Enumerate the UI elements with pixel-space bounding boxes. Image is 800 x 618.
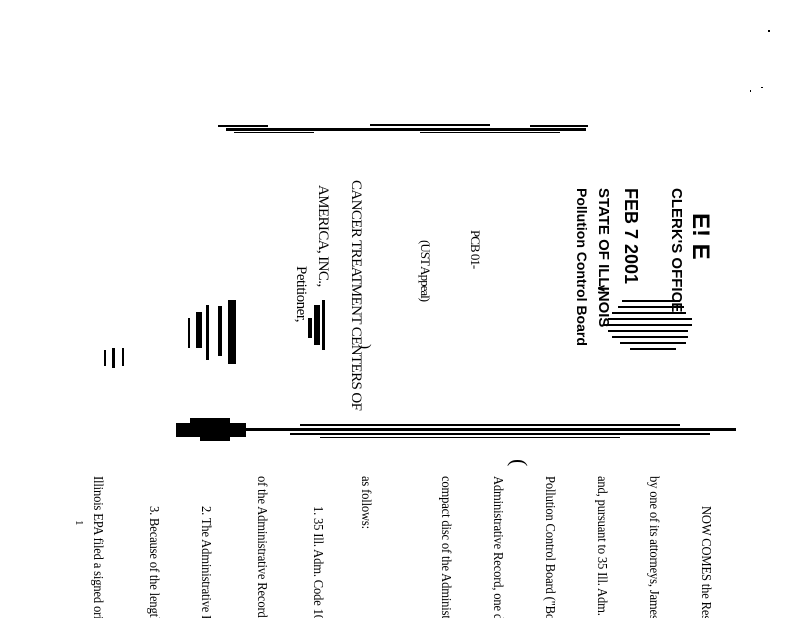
scan-speck [750,90,751,92]
scribble-mark [630,348,676,350]
caption-scan-mark [196,312,202,348]
top-rule-fragment [234,132,314,133]
body-line-8: 1. 35 Ill. Adm. Code 101.3 [310,506,325,618]
body-line-11: 3. Because of the length of [146,506,161,618]
body-line-10: 2. The Administrative Reco [198,506,213,618]
redaction-block-edge [190,418,230,423]
scribble-mark [608,318,692,320]
caption-scan-mark [322,300,325,350]
body-line-1: NOW COMES the Respon [698,506,713,618]
stamp-state: STATE OF ILLINOIS [595,188,612,328]
stamp-v-mark: v. [595,285,609,295]
bottom-rule [246,428,736,431]
scribble-mark [604,324,692,326]
caption-petitioner-name-2: AMERICA, INC., [315,185,331,287]
scribble-mark [622,300,680,302]
caption-scan-mark [314,305,320,345]
body-line-9: of the Administrative Record of I [254,476,269,618]
top-rule-fragment [420,132,560,133]
body-line-5: Administrative Record, one duplic [490,476,505,618]
caption-scan-mark [112,348,115,368]
caption-scan-mark [228,300,236,364]
caption-paren: ) [357,344,373,349]
top-rule-fragment [218,125,268,127]
scan-speck [768,30,770,32]
body-line-7: as follows: [358,476,373,529]
scribble-mark [618,306,684,308]
caption-scan-mark [308,318,312,338]
bottom-rule-fragment [300,424,680,426]
body-line-12: Illinois EPA filed a signed original [90,476,105,618]
caption-petitioner-name: CANCER TREATMENT CENTERS OF [348,180,364,411]
top-rule [226,128,586,131]
scribble-mark [608,330,688,332]
scribble-mark [612,312,686,314]
scribble-mark [612,336,688,338]
caption-scan-mark [104,350,106,366]
caption-scan-mark [188,318,190,348]
stamp-clerks-office: CLERK'S OFFICE [668,188,685,313]
caption-scan-mark [218,306,222,356]
bottom-rule-fragment [320,437,620,438]
body-line-4: Pollution Control Board ("Board" [542,476,557,618]
top-rule-fragment [370,124,490,126]
redaction-block-edge [200,437,230,441]
caption-scan-mark [206,305,209,360]
redaction-block [176,423,246,437]
caption-case-number: PCB 01- [468,230,483,269]
bottom-rule-fragment [290,433,710,435]
page-number: 1 [73,520,85,526]
stamp-board: Pollution Control Board [574,188,590,346]
top-rule-fragment [530,125,588,127]
caption-case-type: (UST Appeal) [418,240,433,302]
body-line-3: and, pursuant to 35 Ill. Adm. Co [594,476,609,618]
stamp-received-mark: E! E [687,213,714,260]
body-line-2: by one of its attorneys, James G. R [646,476,661,618]
caption-petitioner-role: Petitioner, [293,266,309,322]
body-line-6: compact disc of the Administrative [438,476,453,618]
scribble-mark [620,342,686,344]
stamp-date: FEB 7 2001 [621,188,641,285]
caption-paren-left: ( [507,459,532,467]
caption-scan-mark [122,348,124,366]
scan-speck [761,87,763,88]
